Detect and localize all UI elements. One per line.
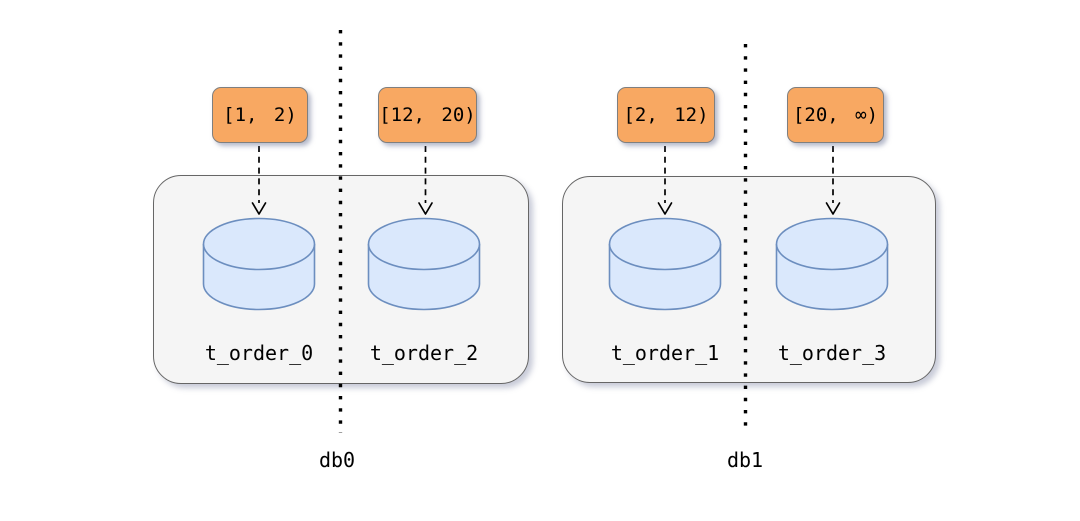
range-badge: [2, 12) (617, 87, 715, 143)
table-name-label: t_order_0 (204, 341, 314, 365)
db0-label: db0 (318, 448, 356, 472)
database-cylinder-icon (202, 217, 316, 311)
database-cylinder-icon (775, 217, 889, 311)
table-name-label: t_order_1 (610, 341, 720, 365)
range-badge: [20, ∞) (787, 87, 884, 143)
database-cylinder-icon (608, 217, 722, 311)
database-cylinder-icon (367, 217, 481, 311)
db1-label: db1 (726, 448, 764, 472)
table-name-label: t_order_2 (369, 341, 479, 365)
range-badge: [1, 2) (212, 87, 308, 143)
table-name-label: t_order_3 (777, 341, 887, 365)
range-badge: [12, 20) (378, 87, 477, 143)
